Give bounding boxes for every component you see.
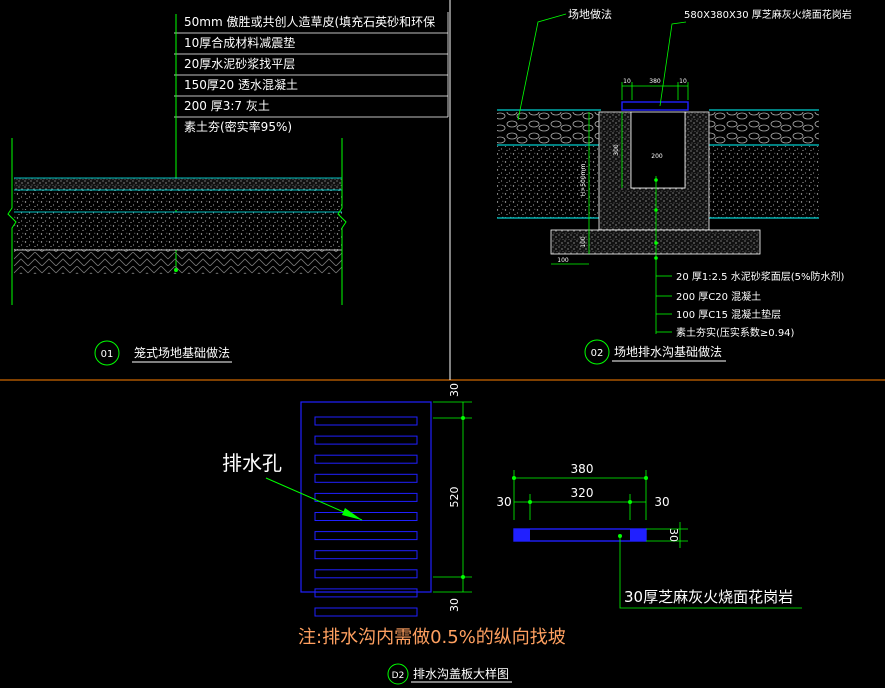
detail-number-circle — [94, 340, 120, 366]
detail-title: 场地排水沟基础做法 — [614, 344, 722, 359]
dim-left-edge: 10 — [623, 78, 631, 85]
layer-text-5: 200 厚3:7 灰土 — [184, 99, 270, 113]
dim-top: 30 — [448, 383, 461, 397]
dim-length: 520 — [448, 487, 461, 508]
callout-cover: 580X380X30 厚芝麻灰火烧面花岗岩 — [684, 8, 852, 21]
grate-detail: 30 520 30 排水孔 380 320 30 30 — [222, 383, 802, 685]
detail-title: 笼式场地基础做法 — [134, 345, 230, 360]
grate-slots — [314, 416, 418, 617]
slope-note: 注:排水沟内需做0.5%的纵向找坡 — [298, 627, 566, 648]
layer-text-4: 150厚20 透水混凝土 — [184, 77, 298, 92]
section-right-edge: 30 — [654, 495, 669, 509]
dim-inner-depth: 300 — [613, 144, 620, 156]
grate-slot — [314, 569, 418, 579]
hole-label: 排水孔 — [222, 451, 282, 475]
section-total-width: 380 — [571, 462, 594, 476]
dim-bottom: 30 — [448, 598, 461, 612]
layer-text-3: 20厚水泥砂浆找平层 — [184, 56, 295, 71]
detail-number: D2 — [392, 671, 405, 681]
detail-number: 02 — [591, 348, 604, 359]
detail-number-circle — [387, 663, 409, 685]
grate-slot — [314, 512, 418, 521]
grate-slot — [314, 550, 418, 560]
dim-base-width: 100 — [557, 257, 569, 264]
dim-depth: H>500mm — [580, 164, 587, 197]
section-left-edge: 30 — [496, 495, 511, 509]
layer-text-2: 10厚合成材料减震垫 — [184, 35, 295, 50]
grate-slot — [314, 531, 418, 541]
section-callout: 30厚芝麻灰火烧面花岗岩 — [624, 588, 793, 606]
detail-01: 50mm 傲胜或共创人造草皮(填充石英砂和环保 10厚合成材料减震垫 20厚水泥… — [7, 12, 449, 366]
channel-layer-4: 素土夯实(压实系数≥0.94) — [676, 326, 795, 339]
grate-slot — [314, 454, 418, 464]
detail-number: 01 — [101, 349, 114, 360]
layer-text-6: 素土夯(密实率95%) — [184, 119, 292, 134]
grate-slot — [314, 588, 418, 598]
channel-layer-1: 20 厚1:2.5 水泥砂浆面层(5%防水剂) — [676, 270, 844, 283]
callout-site: 场地做法 — [568, 7, 612, 21]
section-thickness: 30 — [667, 528, 680, 542]
detail-02: 10 380 10 200 300 H>500mm 100 100 场地做法 5… — [497, 7, 852, 365]
dim-base-thick: 100 — [580, 236, 587, 248]
grate-slot — [314, 473, 418, 483]
layer-text-1: 50mm 傲胜或共创人造草皮(填充石英砂和环保 — [184, 14, 435, 29]
section-inner-width: 320 — [571, 486, 594, 500]
dim-right-edge: 10 — [679, 78, 687, 85]
channel-layer-3: 100 厚C15 混凝土垫层 — [676, 308, 781, 321]
grate-slot — [314, 435, 418, 445]
channel-layer-2: 200 厚C20 混凝土 — [676, 290, 761, 303]
dim-inner-width: 200 — [651, 153, 663, 160]
grate-slot — [314, 492, 418, 502]
dim-cover-width: 380 — [649, 78, 661, 85]
detail-title: 排水沟盖板大样图 — [413, 666, 509, 681]
grate-section — [513, 528, 647, 542]
detail-number-circle — [584, 339, 610, 365]
grate-plan — [300, 401, 432, 593]
grate-slot — [314, 607, 418, 617]
grate-slot — [314, 416, 418, 426]
